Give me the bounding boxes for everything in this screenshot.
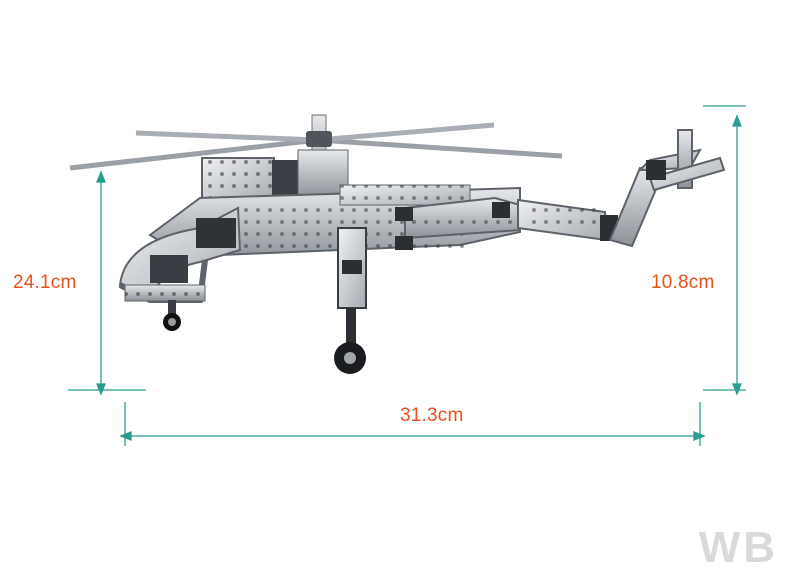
nose-frame xyxy=(118,206,242,303)
height-dimension-left-label: 24.1cm xyxy=(13,272,77,293)
height-dimension-right-label: 10.8cm xyxy=(651,272,715,293)
tail-fin xyxy=(608,129,726,248)
tail-boom xyxy=(395,196,618,250)
dimension-lines xyxy=(68,105,746,446)
watermark-logo: WB xyxy=(698,523,778,572)
cabin-top xyxy=(201,149,349,201)
main-landing-gear xyxy=(334,227,367,374)
width-dimension-label: 31.3cm xyxy=(400,405,464,426)
front-landing-gear xyxy=(163,300,181,331)
